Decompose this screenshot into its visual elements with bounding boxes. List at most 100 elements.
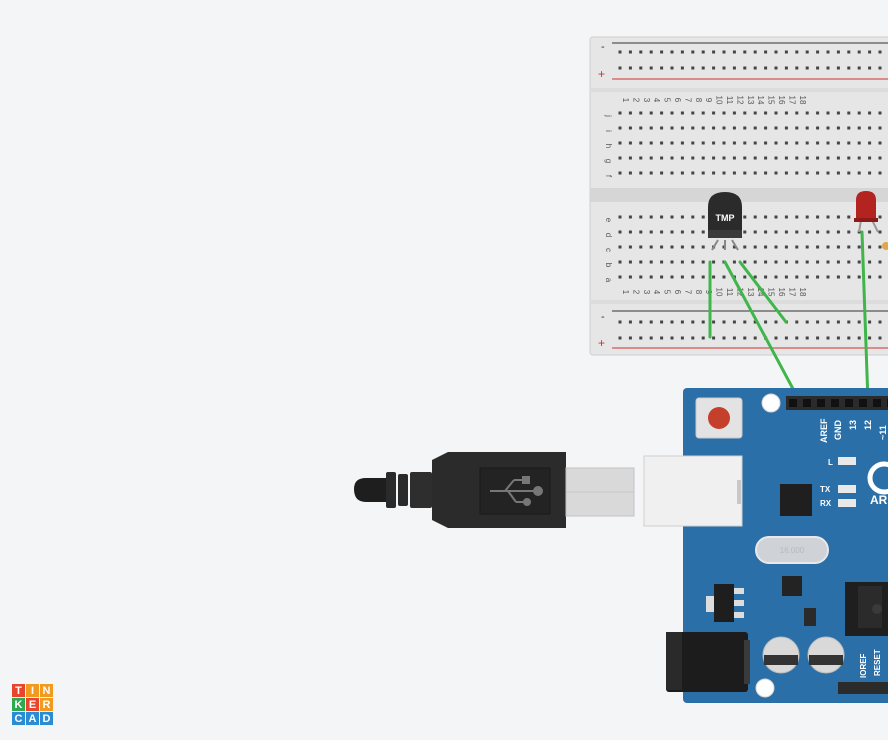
breadboard-hole[interactable] bbox=[680, 230, 684, 234]
breadboard-hole[interactable] bbox=[712, 126, 716, 130]
breadboard-hole[interactable] bbox=[774, 126, 778, 130]
breadboard-hole[interactable] bbox=[691, 50, 695, 54]
breadboard-hole[interactable] bbox=[805, 215, 809, 219]
breadboard-hole[interactable] bbox=[764, 156, 768, 160]
breadboard-hole[interactable] bbox=[878, 260, 882, 264]
breadboard-hole[interactable] bbox=[701, 275, 705, 279]
breadboard-hole[interactable] bbox=[670, 320, 674, 324]
breadboard-hole[interactable] bbox=[805, 156, 809, 160]
breadboard-hole[interactable] bbox=[816, 156, 820, 160]
breadboard-hole[interactable] bbox=[649, 215, 653, 219]
breadboard-hole[interactable] bbox=[743, 156, 747, 160]
breadboard-hole[interactable] bbox=[847, 66, 851, 70]
breadboard-hole[interactable] bbox=[826, 50, 830, 54]
breadboard-hole[interactable] bbox=[795, 320, 799, 324]
wire-sensor-ground[interactable] bbox=[738, 260, 788, 324]
breadboard-hole[interactable] bbox=[795, 260, 799, 264]
breadboard-hole[interactable] bbox=[660, 230, 664, 234]
breadboard-hole[interactable] bbox=[722, 50, 726, 54]
breadboard-hole[interactable] bbox=[868, 320, 872, 324]
breadboard-hole[interactable] bbox=[670, 111, 674, 115]
digital-pin-socket[interactable] bbox=[845, 399, 853, 407]
breadboard-hole[interactable] bbox=[628, 260, 632, 264]
breadboard-hole[interactable] bbox=[680, 275, 684, 279]
breadboard-hole[interactable] bbox=[826, 66, 830, 70]
breadboard-hole[interactable] bbox=[836, 156, 840, 160]
breadboard-hole[interactable] bbox=[826, 260, 830, 264]
breadboard-hole[interactable] bbox=[732, 50, 736, 54]
breadboard-hole[interactable] bbox=[691, 141, 695, 145]
breadboard-hole[interactable] bbox=[774, 171, 778, 175]
breadboard-hole[interactable] bbox=[795, 141, 799, 145]
breadboard-hole[interactable] bbox=[628, 171, 632, 175]
breadboard-hole[interactable] bbox=[722, 111, 726, 115]
breadboard-hole[interactable] bbox=[753, 245, 757, 249]
breadboard-hole[interactable] bbox=[857, 50, 861, 54]
breadboard-hole[interactable] bbox=[618, 66, 622, 70]
breadboard-holes[interactable] bbox=[618, 50, 882, 340]
breadboard-hole[interactable] bbox=[691, 66, 695, 70]
breadboard-hole[interactable] bbox=[826, 171, 830, 175]
breadboard-hole[interactable] bbox=[764, 275, 768, 279]
breadboard-hole[interactable] bbox=[774, 66, 778, 70]
breadboard-hole[interactable] bbox=[805, 66, 809, 70]
breadboard-hole[interactable] bbox=[649, 156, 653, 160]
breadboard-hole[interactable] bbox=[743, 230, 747, 234]
breadboard-hole[interactable] bbox=[691, 245, 695, 249]
breadboard-hole[interactable] bbox=[878, 336, 882, 340]
breadboard-hole[interactable] bbox=[639, 275, 643, 279]
breadboard-hole[interactable] bbox=[868, 111, 872, 115]
breadboard-hole[interactable] bbox=[618, 336, 622, 340]
reset-button-cap[interactable] bbox=[708, 407, 730, 429]
breadboard-hole[interactable] bbox=[764, 111, 768, 115]
breadboard-hole[interactable] bbox=[680, 141, 684, 145]
breadboard-hole[interactable] bbox=[753, 111, 757, 115]
breadboard-hole[interactable] bbox=[878, 230, 882, 234]
breadboard-hole[interactable] bbox=[732, 336, 736, 340]
breadboard-hole[interactable] bbox=[670, 260, 674, 264]
breadboard-hole[interactable] bbox=[701, 230, 705, 234]
breadboard-hole[interactable] bbox=[805, 245, 809, 249]
breadboard-hole[interactable] bbox=[795, 126, 799, 130]
breadboard-hole[interactable] bbox=[816, 230, 820, 234]
breadboard-hole[interactable] bbox=[628, 275, 632, 279]
breadboard-hole[interactable] bbox=[764, 260, 768, 264]
breadboard-hole[interactable] bbox=[639, 156, 643, 160]
breadboard-hole[interactable] bbox=[732, 141, 736, 145]
breadboard-hole[interactable] bbox=[670, 156, 674, 160]
breadboard-hole[interactable] bbox=[701, 260, 705, 264]
breadboard-hole[interactable] bbox=[753, 336, 757, 340]
breadboard-hole[interactable] bbox=[753, 260, 757, 264]
breadboard-hole[interactable] bbox=[857, 245, 861, 249]
breadboard-hole[interactable] bbox=[847, 275, 851, 279]
breadboard-hole[interactable] bbox=[691, 275, 695, 279]
breadboard-hole[interactable] bbox=[753, 156, 757, 160]
breadboard-hole[interactable] bbox=[774, 141, 778, 145]
breadboard-hole[interactable] bbox=[680, 245, 684, 249]
breadboard-hole[interactable] bbox=[868, 66, 872, 70]
breadboard-hole[interactable] bbox=[743, 111, 747, 115]
breadboard-hole[interactable] bbox=[805, 50, 809, 54]
breadboard-hole[interactable] bbox=[805, 111, 809, 115]
breadboard-hole[interactable] bbox=[628, 111, 632, 115]
breadboard-hole[interactable] bbox=[764, 215, 768, 219]
wire-led-pin12[interactable] bbox=[860, 230, 870, 404]
digital-pin-socket[interactable] bbox=[873, 399, 881, 407]
breadboard-hole[interactable] bbox=[764, 126, 768, 130]
breadboard-hole[interactable] bbox=[628, 215, 632, 219]
breadboard-hole[interactable] bbox=[857, 126, 861, 130]
breadboard-hole[interactable] bbox=[618, 156, 622, 160]
breadboard-hole[interactable] bbox=[670, 245, 674, 249]
breadboard-hole[interactable] bbox=[722, 156, 726, 160]
breadboard-hole[interactable] bbox=[639, 111, 643, 115]
breadboard-hole[interactable] bbox=[816, 260, 820, 264]
digital-pin-header[interactable] bbox=[786, 396, 888, 410]
breadboard-hole[interactable] bbox=[847, 230, 851, 234]
breadboard-hole[interactable] bbox=[680, 215, 684, 219]
breadboard-hole[interactable] bbox=[836, 260, 840, 264]
breadboard-hole[interactable] bbox=[805, 126, 809, 130]
breadboard-hole[interactable] bbox=[847, 245, 851, 249]
breadboard-hole[interactable] bbox=[826, 215, 830, 219]
usb-port[interactable] bbox=[643, 455, 743, 527]
breadboard-hole[interactable] bbox=[722, 320, 726, 324]
